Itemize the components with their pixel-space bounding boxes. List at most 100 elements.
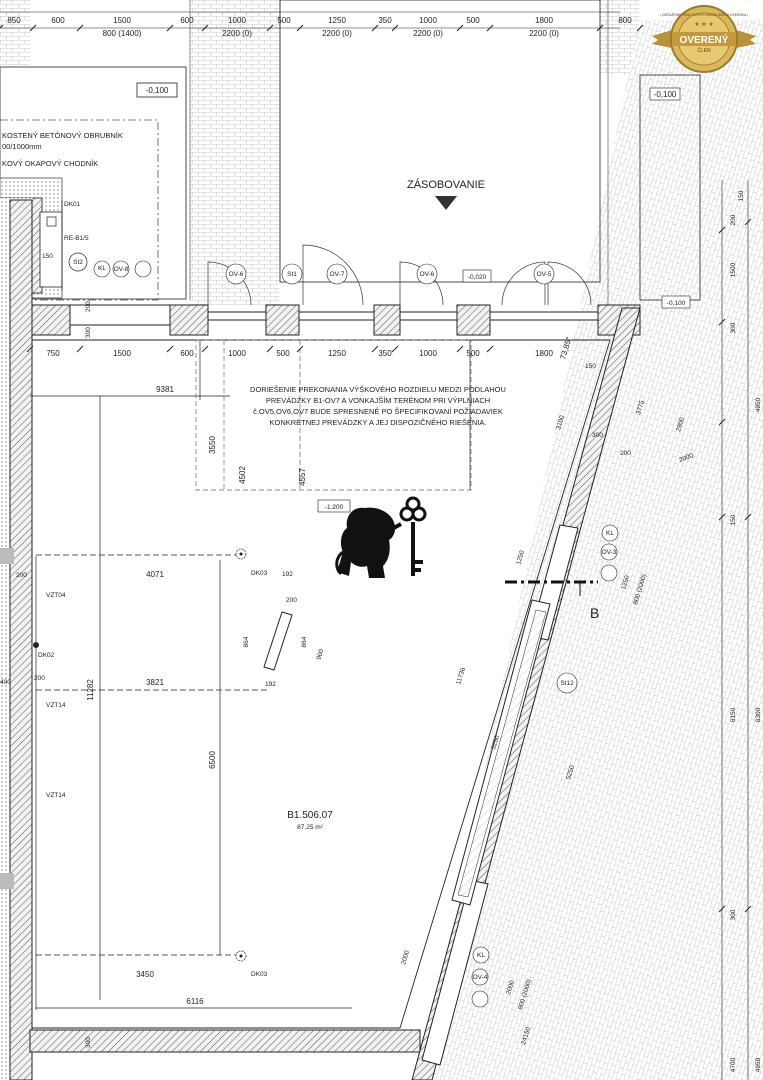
dim-text: 900 — [316, 648, 326, 661]
right-dimension-chain: 150 200 1500 300 4950 150 6150 6300 300 … — [718, 180, 762, 1080]
dim-text: 150 — [730, 514, 737, 525]
level-mark: -0,100 — [654, 90, 677, 99]
supply-area: ZÁSOBOVANIE -0,100 — [279, 0, 701, 301]
section-letter: B — [590, 605, 599, 621]
dim-text: 2000 — [400, 949, 411, 965]
dim-text: 3821 — [146, 678, 164, 687]
dim-text: 2200 (0) — [222, 29, 252, 38]
dk02-label: DK02 — [38, 652, 55, 659]
ov7-tag: OV-7 — [330, 271, 345, 278]
supply-label: ZÁSOBOVANIE — [407, 178, 485, 191]
dim-150: 150 — [42, 253, 53, 260]
dim-text: 11736 — [455, 666, 467, 685]
dim-text: 500 — [277, 16, 291, 25]
interior-dimensions: 9381 3550 4502 4557 -1.200 4071 DK03 192… — [86, 385, 351, 1006]
dim-text: 500 — [276, 349, 290, 358]
dim-text: 350 — [378, 16, 392, 25]
badge-sub: ČLEN — [697, 47, 711, 54]
dim-text: 4502 — [238, 466, 247, 484]
dim-text: 500 — [466, 349, 480, 358]
level-mark: -1.200 — [325, 504, 344, 511]
dim-text: 300 — [85, 327, 92, 338]
upper-left-labels: KOSTENÝ BETÓNOVÝ OBRUBNÍK 00/1000mm KOVÝ… — [2, 131, 152, 283]
agency-logo-icon — [335, 496, 427, 578]
dim-text: 1800 — [535, 349, 553, 358]
dim-text: 5250 — [565, 764, 576, 780]
dim-text: 3450 — [136, 970, 154, 979]
dim-text: 9381 — [156, 385, 174, 394]
dim-text: 1800 — [535, 16, 553, 25]
dim-text: 5250 — [490, 734, 501, 750]
ov4-tag: OV-4 — [473, 974, 488, 981]
dim-text: 6500 — [208, 751, 217, 769]
st1-tag: St1 — [287, 271, 297, 278]
dim-text: 300 — [730, 909, 737, 920]
dim-text: 2200 (0) — [322, 29, 352, 38]
dim-text: 2000 — [505, 979, 516, 995]
dim-text: 192 — [282, 571, 293, 578]
badge-ring-text: • ZDRUŽENIE REALITNÝCH KANCELÁRIÍ SLOVEN… — [660, 12, 749, 17]
dim-text: 200 — [34, 675, 45, 682]
dim-text: 2000 — [678, 452, 694, 464]
dim-text: 500 — [466, 16, 480, 25]
dim-text: 200 — [620, 450, 631, 457]
dim-text: 6116 — [186, 997, 204, 1006]
kerb-size: 00/1000mm — [2, 142, 42, 151]
dim-text: 4700 — [730, 1057, 737, 1072]
dim-text: 300 — [592, 432, 603, 439]
note-line: č.OV5,OV6,OV7 BUDE SPRESNENÉ PO ŠPECIFIK… — [253, 407, 503, 416]
entry-arrow-icon — [435, 196, 457, 210]
st12-tag: St12 — [560, 680, 574, 687]
note-line: PREVÁDZKY B1-OV7 A VONKAJŠÍM TERÉNOM PRI… — [266, 396, 490, 405]
dim-text: 350 — [378, 349, 392, 358]
dim-text: 200 — [730, 214, 737, 225]
dim-text: 200 — [85, 301, 92, 312]
star-icon: ★ ★ ★ — [694, 21, 713, 28]
dim-text: 1000 — [228, 16, 246, 25]
dim-text: 6150 — [730, 707, 737, 722]
dk03-label: DK03 — [251, 971, 268, 978]
st2-tag: St2 — [73, 259, 83, 266]
dim-text: 11282 — [86, 679, 95, 701]
level-mark: -0,100 — [146, 86, 169, 95]
dim-text: 1000 — [419, 349, 437, 358]
dim-text: 1250 — [328, 349, 346, 358]
dim-text: 3100 — [555, 414, 566, 430]
dim-text: 1500 — [113, 349, 131, 358]
dim-text: 1000 — [419, 16, 437, 25]
ov8-tag: OV-8 — [114, 266, 129, 273]
left-wall-tags: 200 VZT04 DK02 400 200 VZT14 VZT14 300 3… — [0, 301, 92, 1048]
room-number: B1.506.07 — [287, 810, 333, 821]
note-line: DORIEŠENIE PREKONANIA VÝŠKOVÉHO ROZDIELU… — [250, 385, 506, 394]
ov6-tag: OV-6 — [229, 271, 244, 278]
dim-text: 800 (1400) — [103, 29, 142, 38]
design-note: DORIEŠENIE PREKONANIA VÝŠKOVÉHO ROZDIELU… — [250, 385, 506, 427]
dim-text: 600 — [180, 16, 194, 25]
dim-text: 750 — [46, 349, 60, 358]
dim-text: 3775 — [635, 399, 646, 415]
dim-text: 2200 (0) — [413, 29, 443, 38]
ov6-tag: OV-6 — [420, 271, 435, 278]
dk03-label: DK03 — [251, 570, 268, 577]
dim-text: 800 — [618, 16, 632, 25]
top-dimension-texts: 850 600 1500 600 1000 500 1250 350 1000 … — [7, 16, 632, 38]
dim-text: 1250 — [515, 549, 526, 565]
dim-text: 1000 — [228, 349, 246, 358]
dim-text: 1500 — [730, 262, 737, 277]
level-mark: -0,020 — [468, 274, 487, 281]
dim-text: 850 — [7, 16, 21, 25]
ov3-tag: OV-3 — [602, 549, 617, 556]
dim-text: 4950 — [755, 397, 762, 412]
vzt04-label: VZT04 — [46, 592, 66, 599]
dim-text: 864 — [243, 636, 250, 647]
dim-text: 600 — [180, 349, 194, 358]
dim-text: 2200 (0) — [529, 29, 559, 38]
dim-text: 200 — [286, 597, 297, 604]
note-line: KONKRÉTNEJ PREVÁDZKY A JEJ DISPOZIČNÉHO … — [270, 418, 487, 427]
level-mark: -0,100 — [667, 300, 686, 307]
kl-tag: KL — [98, 265, 106, 272]
dim-text: 1500 — [113, 16, 131, 25]
dk01-label: DK01 — [64, 201, 81, 208]
room-label: B1.506.07 87.25 m² — [287, 810, 333, 831]
dim-text: 300 — [85, 1037, 92, 1048]
